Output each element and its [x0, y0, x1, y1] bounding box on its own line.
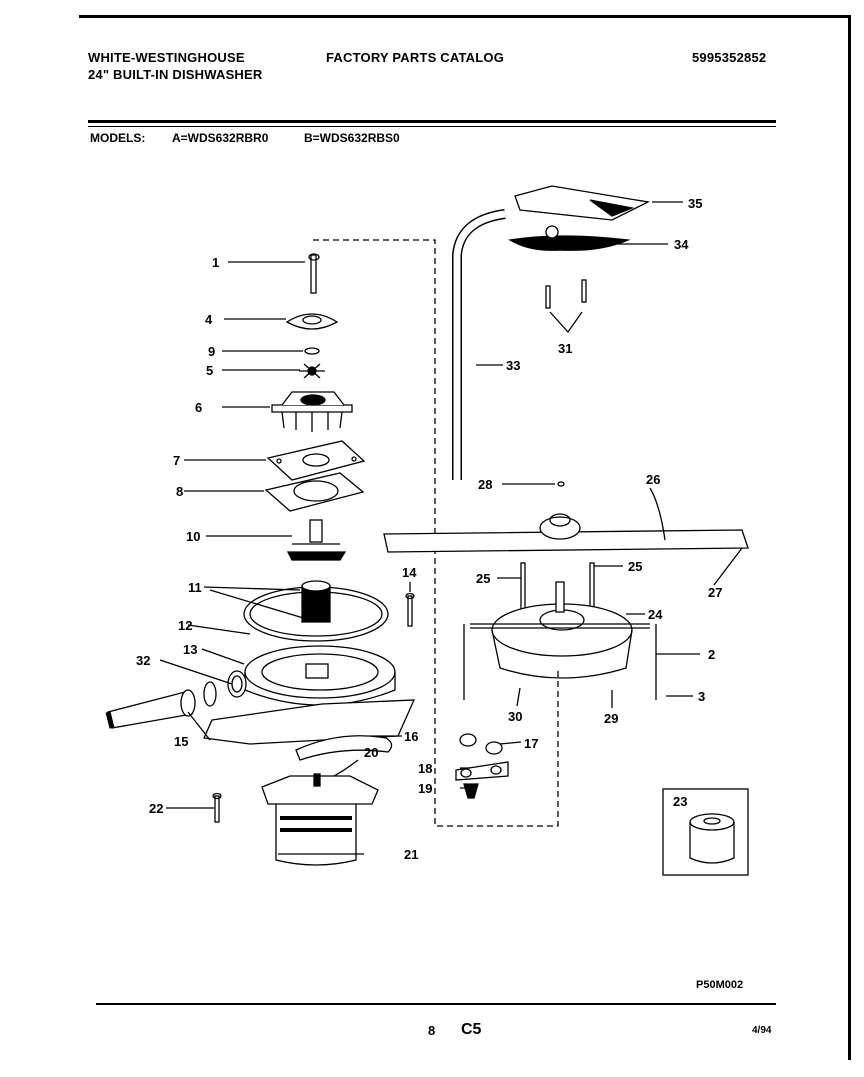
models-label: MODELS:: [90, 131, 146, 145]
part-11-filter: [301, 580, 331, 623]
part-17-washers: [459, 733, 503, 755]
callout-24: 24: [648, 607, 663, 622]
part-9-washer: [304, 347, 320, 355]
catalog-title: FACTORY PARTS CATALOG: [326, 50, 505, 65]
callout-labels: 1 4 9 5 6 7 8 10 11 12 13 32 15 14 16 20…: [136, 196, 722, 862]
callout-11: 11: [188, 580, 202, 595]
callout-13: 13: [183, 642, 197, 657]
dashed-assembly-outline: [313, 239, 559, 827]
callout-17: 17: [524, 736, 538, 751]
product-title: 24" BUILT-IN DISHWASHER: [88, 67, 263, 82]
callout-25-left: 25: [476, 571, 490, 586]
callout-3: 3: [698, 689, 705, 704]
callout-12: 12: [178, 618, 192, 633]
callout-8: 8: [176, 484, 183, 499]
part-5-fitting: [299, 363, 325, 379]
callout-27: 27: [708, 585, 722, 600]
callout-21: 21: [404, 847, 418, 862]
model-a: A=WDS632RBR0: [172, 131, 269, 145]
section-code: C5: [461, 1021, 482, 1038]
callout-34: 34: [674, 237, 689, 252]
callout-4: 4: [205, 312, 213, 327]
callout-10: 10: [186, 529, 200, 544]
callout-35: 35: [688, 196, 702, 211]
part-34-manifold: [508, 225, 631, 251]
page-frame: [79, 15, 851, 1060]
callout-28: 28: [478, 477, 492, 492]
part-28-washer: [557, 481, 565, 487]
callout-30: 30: [508, 709, 522, 724]
callout-25-right: 25: [628, 559, 642, 574]
model-b: B=WDS632RBS0: [304, 131, 400, 145]
callout-26: 26: [646, 472, 660, 487]
drawing-code: P50M002: [696, 979, 744, 991]
part-1-screw: [308, 253, 320, 294]
revision-date: 4/94: [752, 1025, 772, 1036]
header-rule: [88, 120, 776, 123]
part-26-lower-spray-arm: [383, 513, 749, 553]
callout-7: 7: [173, 453, 180, 468]
callout-31: 31: [558, 341, 572, 356]
callout-20: 20: [364, 745, 378, 760]
part-13-housing: [244, 645, 396, 706]
part-10-chopper: [286, 519, 347, 561]
header-rule-thin: [88, 126, 776, 127]
callout-6: 6: [195, 400, 202, 415]
callout-32: 32: [136, 653, 150, 668]
part-24-pump-housing: [463, 581, 657, 700]
callout-16: 16: [404, 729, 418, 744]
part-14-screw: [405, 592, 415, 627]
callout-9: 9: [208, 344, 215, 359]
callout-19: 19: [418, 781, 432, 796]
part-23-inset: [662, 788, 749, 876]
part-31-screws: [545, 279, 587, 309]
callout-1: 1: [212, 255, 219, 270]
callout-2: 2: [708, 647, 715, 662]
part-22-screw: [212, 792, 222, 823]
part-4-cap: [285, 313, 339, 330]
footer-rule: [96, 1003, 776, 1005]
callout-18: 18: [418, 761, 432, 776]
callout-5: 5: [206, 363, 213, 378]
callout-23: 23: [673, 794, 687, 809]
brand-title: WHITE-WESTINGHOUSE: [88, 50, 245, 65]
callout-33: 33: [506, 358, 520, 373]
callout-29: 29: [604, 711, 618, 726]
part-18-gasket: [455, 761, 509, 781]
part-6-impeller: [271, 391, 353, 432]
callout-14: 14: [402, 565, 417, 580]
part-21-motor: [261, 773, 379, 866]
part-19-nut: [463, 783, 479, 799]
part-35-upper-spray-arm: [514, 185, 651, 221]
catalog-part-number: 5995352852: [692, 50, 767, 65]
page-number: 8: [428, 1023, 436, 1038]
callout-22: 22: [149, 801, 163, 816]
part-15-hose: [105, 681, 217, 729]
part-33-tube: [452, 209, 506, 480]
part-7-plate: [266, 440, 366, 481]
part-8-gasket: [264, 472, 365, 512]
callout-15: 15: [174, 734, 188, 749]
part-16-bracket: [295, 735, 393, 761]
